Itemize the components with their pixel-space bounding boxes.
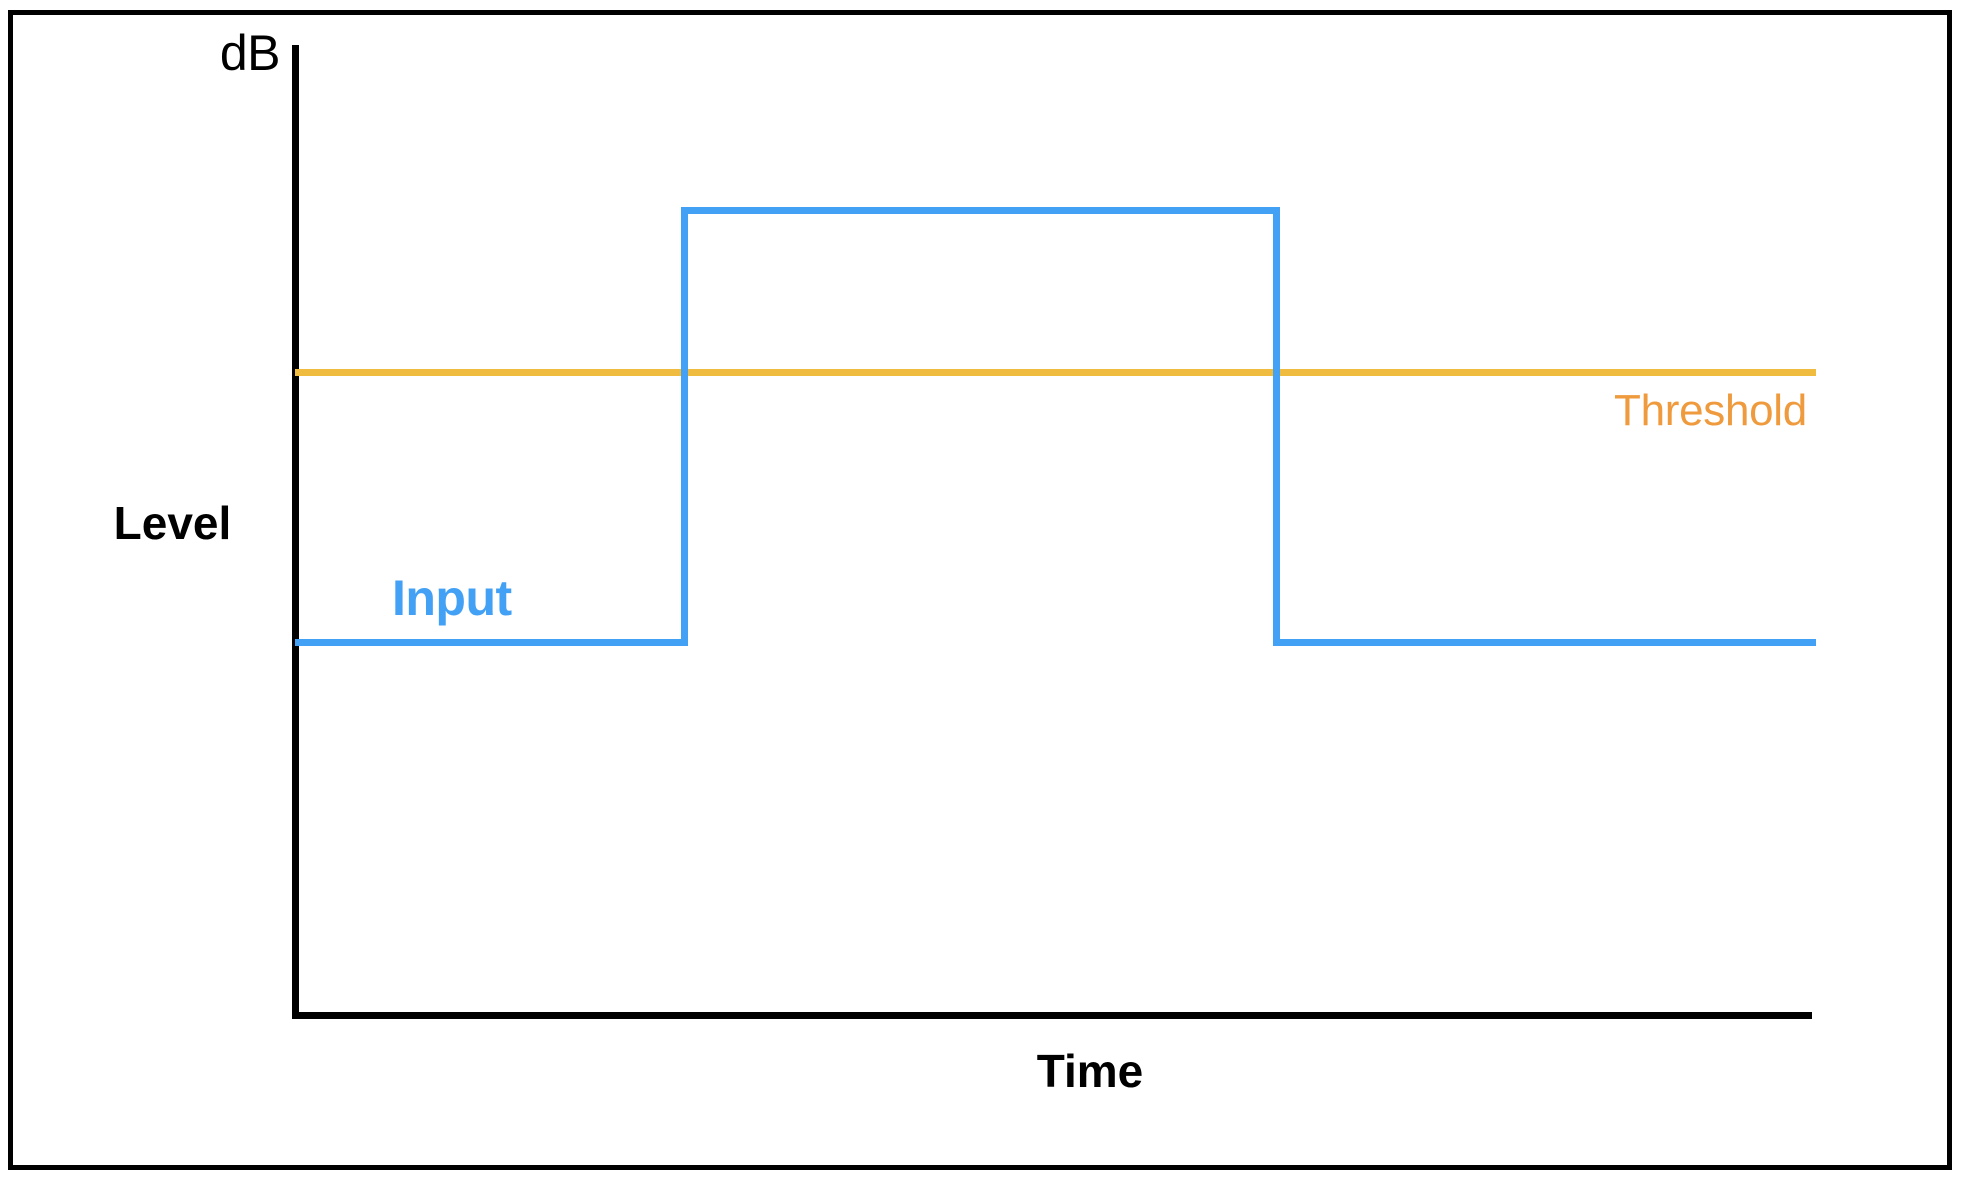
input-segment-low-left	[295, 639, 688, 646]
input-segment-low-right	[1273, 639, 1816, 646]
x-axis-line	[292, 1012, 1812, 1019]
figure-border	[8, 10, 1952, 1170]
y-axis-unit-label: dB	[219, 25, 281, 81]
input-segment-high-plateau	[681, 207, 1280, 214]
threshold-series-label: Threshold	[1614, 386, 1807, 435]
y-axis-title: Level	[113, 497, 232, 549]
x-axis-title: Time	[1036, 1045, 1144, 1097]
input-segment-falling-edge	[1273, 207, 1280, 646]
input-series-label: Input	[392, 570, 512, 626]
input-segment-rising-edge	[681, 207, 688, 646]
threshold-line	[295, 369, 1816, 376]
y-axis-line	[292, 45, 299, 1019]
